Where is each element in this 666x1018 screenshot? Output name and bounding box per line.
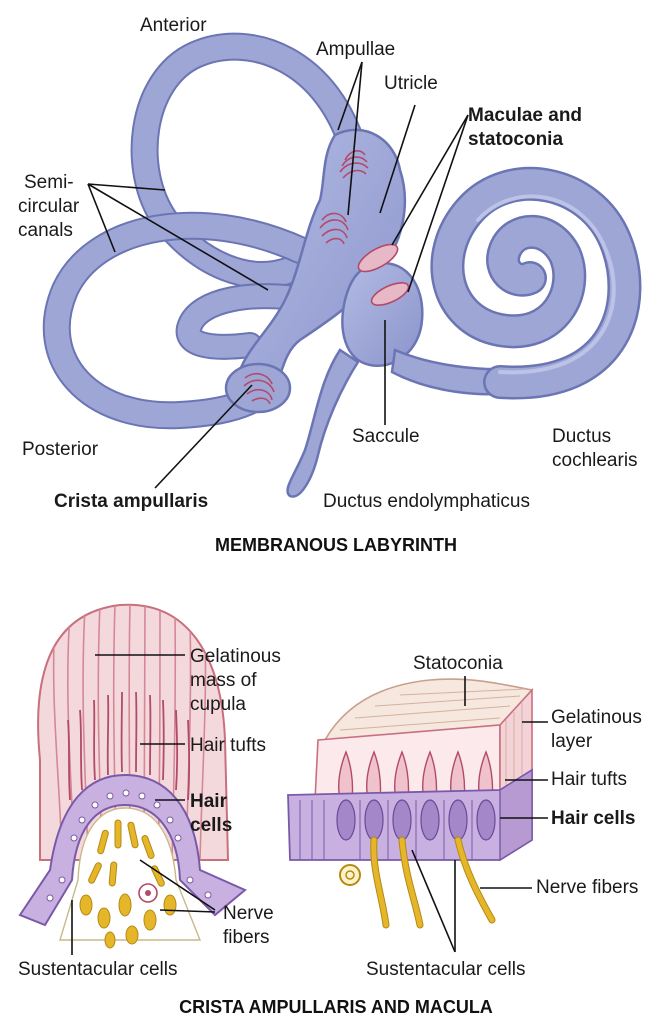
label-semicircular-line3: canals bbox=[18, 220, 73, 241]
labyrinth-leader-lines bbox=[87, 61, 469, 489]
label-ductus-cochlearis-line1: Ductus bbox=[552, 426, 611, 447]
label-hair-cells-left-line2: cells bbox=[190, 815, 232, 836]
label-gelatinous-mass-line2: mass of bbox=[190, 670, 257, 691]
label-nerve-fibers-left-line2: fibers bbox=[223, 927, 269, 948]
membranous-labyrinth bbox=[42, 32, 642, 498]
label-hair-cells-left-line1: Hair bbox=[190, 791, 228, 812]
title-membranous-labyrinth: MEMBRANOUS LABYRINTH bbox=[215, 535, 457, 555]
label-gelatinous-layer-line1: Gelatinous bbox=[551, 707, 642, 728]
label-posterior: Posterior bbox=[22, 439, 99, 460]
nerve-fibers-left bbox=[79, 819, 177, 949]
statoconia-layer bbox=[323, 678, 534, 741]
hair-tufts-right bbox=[337, 750, 494, 801]
label-semicircular-line2: circular bbox=[18, 196, 80, 217]
label-hair-tufts-right: Hair tufts bbox=[551, 769, 627, 790]
macula-utriculi bbox=[357, 243, 399, 273]
label-gelatinous-mass-line1: Gelatinous bbox=[190, 646, 281, 667]
hair-tufts-left bbox=[67, 691, 191, 801]
crista-leader-lines bbox=[71, 654, 216, 955]
crista-ampullaris-lateral bbox=[319, 212, 349, 245]
crista-epithelium bbox=[18, 773, 247, 927]
label-ductus-cochlearis-line2: cochlearis bbox=[552, 450, 638, 471]
label-gelatinous-layer-line2: layer bbox=[551, 731, 593, 752]
macula-sacculi bbox=[370, 282, 410, 306]
label-utricle: Utricle bbox=[384, 73, 438, 94]
sensory-organs bbox=[243, 150, 369, 405]
macula-detail bbox=[287, 678, 534, 929]
label-hair-tufts-left: Hair tufts bbox=[190, 735, 266, 756]
label-nerve-fibers-right: Nerve fibers bbox=[536, 877, 638, 898]
label-hair-cells-right: Hair cells bbox=[551, 808, 636, 829]
label-ductus-endolymphaticus: Ductus endolymphaticus bbox=[323, 491, 530, 512]
crista-ampullaris-anterior bbox=[339, 150, 369, 179]
label-sustentacular-right: Sustentacular cells bbox=[366, 959, 525, 980]
ductus-endolymphaticus bbox=[286, 348, 360, 498]
label-anterior: Anterior bbox=[140, 15, 207, 36]
label-ampullae: Ampullae bbox=[316, 39, 395, 60]
label-semicircular-line1: Semi- bbox=[24, 172, 74, 193]
saccule bbox=[341, 261, 424, 368]
label-sustentacular-left: Sustentacular cells bbox=[18, 959, 177, 980]
title-crista-and-macula: CRISTA AMPULLARIS AND MACULA bbox=[179, 997, 493, 1017]
crista-ampullaris-detail bbox=[18, 603, 247, 949]
label-maculae-line1: Maculae and bbox=[468, 105, 582, 126]
label-gelatinous-mass-line3: cupula bbox=[190, 694, 246, 715]
label-saccule: Saccule bbox=[352, 426, 420, 447]
label-crista-ampullaris: Crista ampullaris bbox=[54, 491, 208, 512]
label-maculae-line2: statoconia bbox=[468, 129, 563, 150]
label-statoconia: Statoconia bbox=[413, 653, 503, 674]
crista-ampullaris-posterior bbox=[243, 372, 275, 405]
label-nerve-fibers-left-line1: Nerve bbox=[223, 903, 274, 924]
macula-leader-lines bbox=[411, 676, 548, 953]
